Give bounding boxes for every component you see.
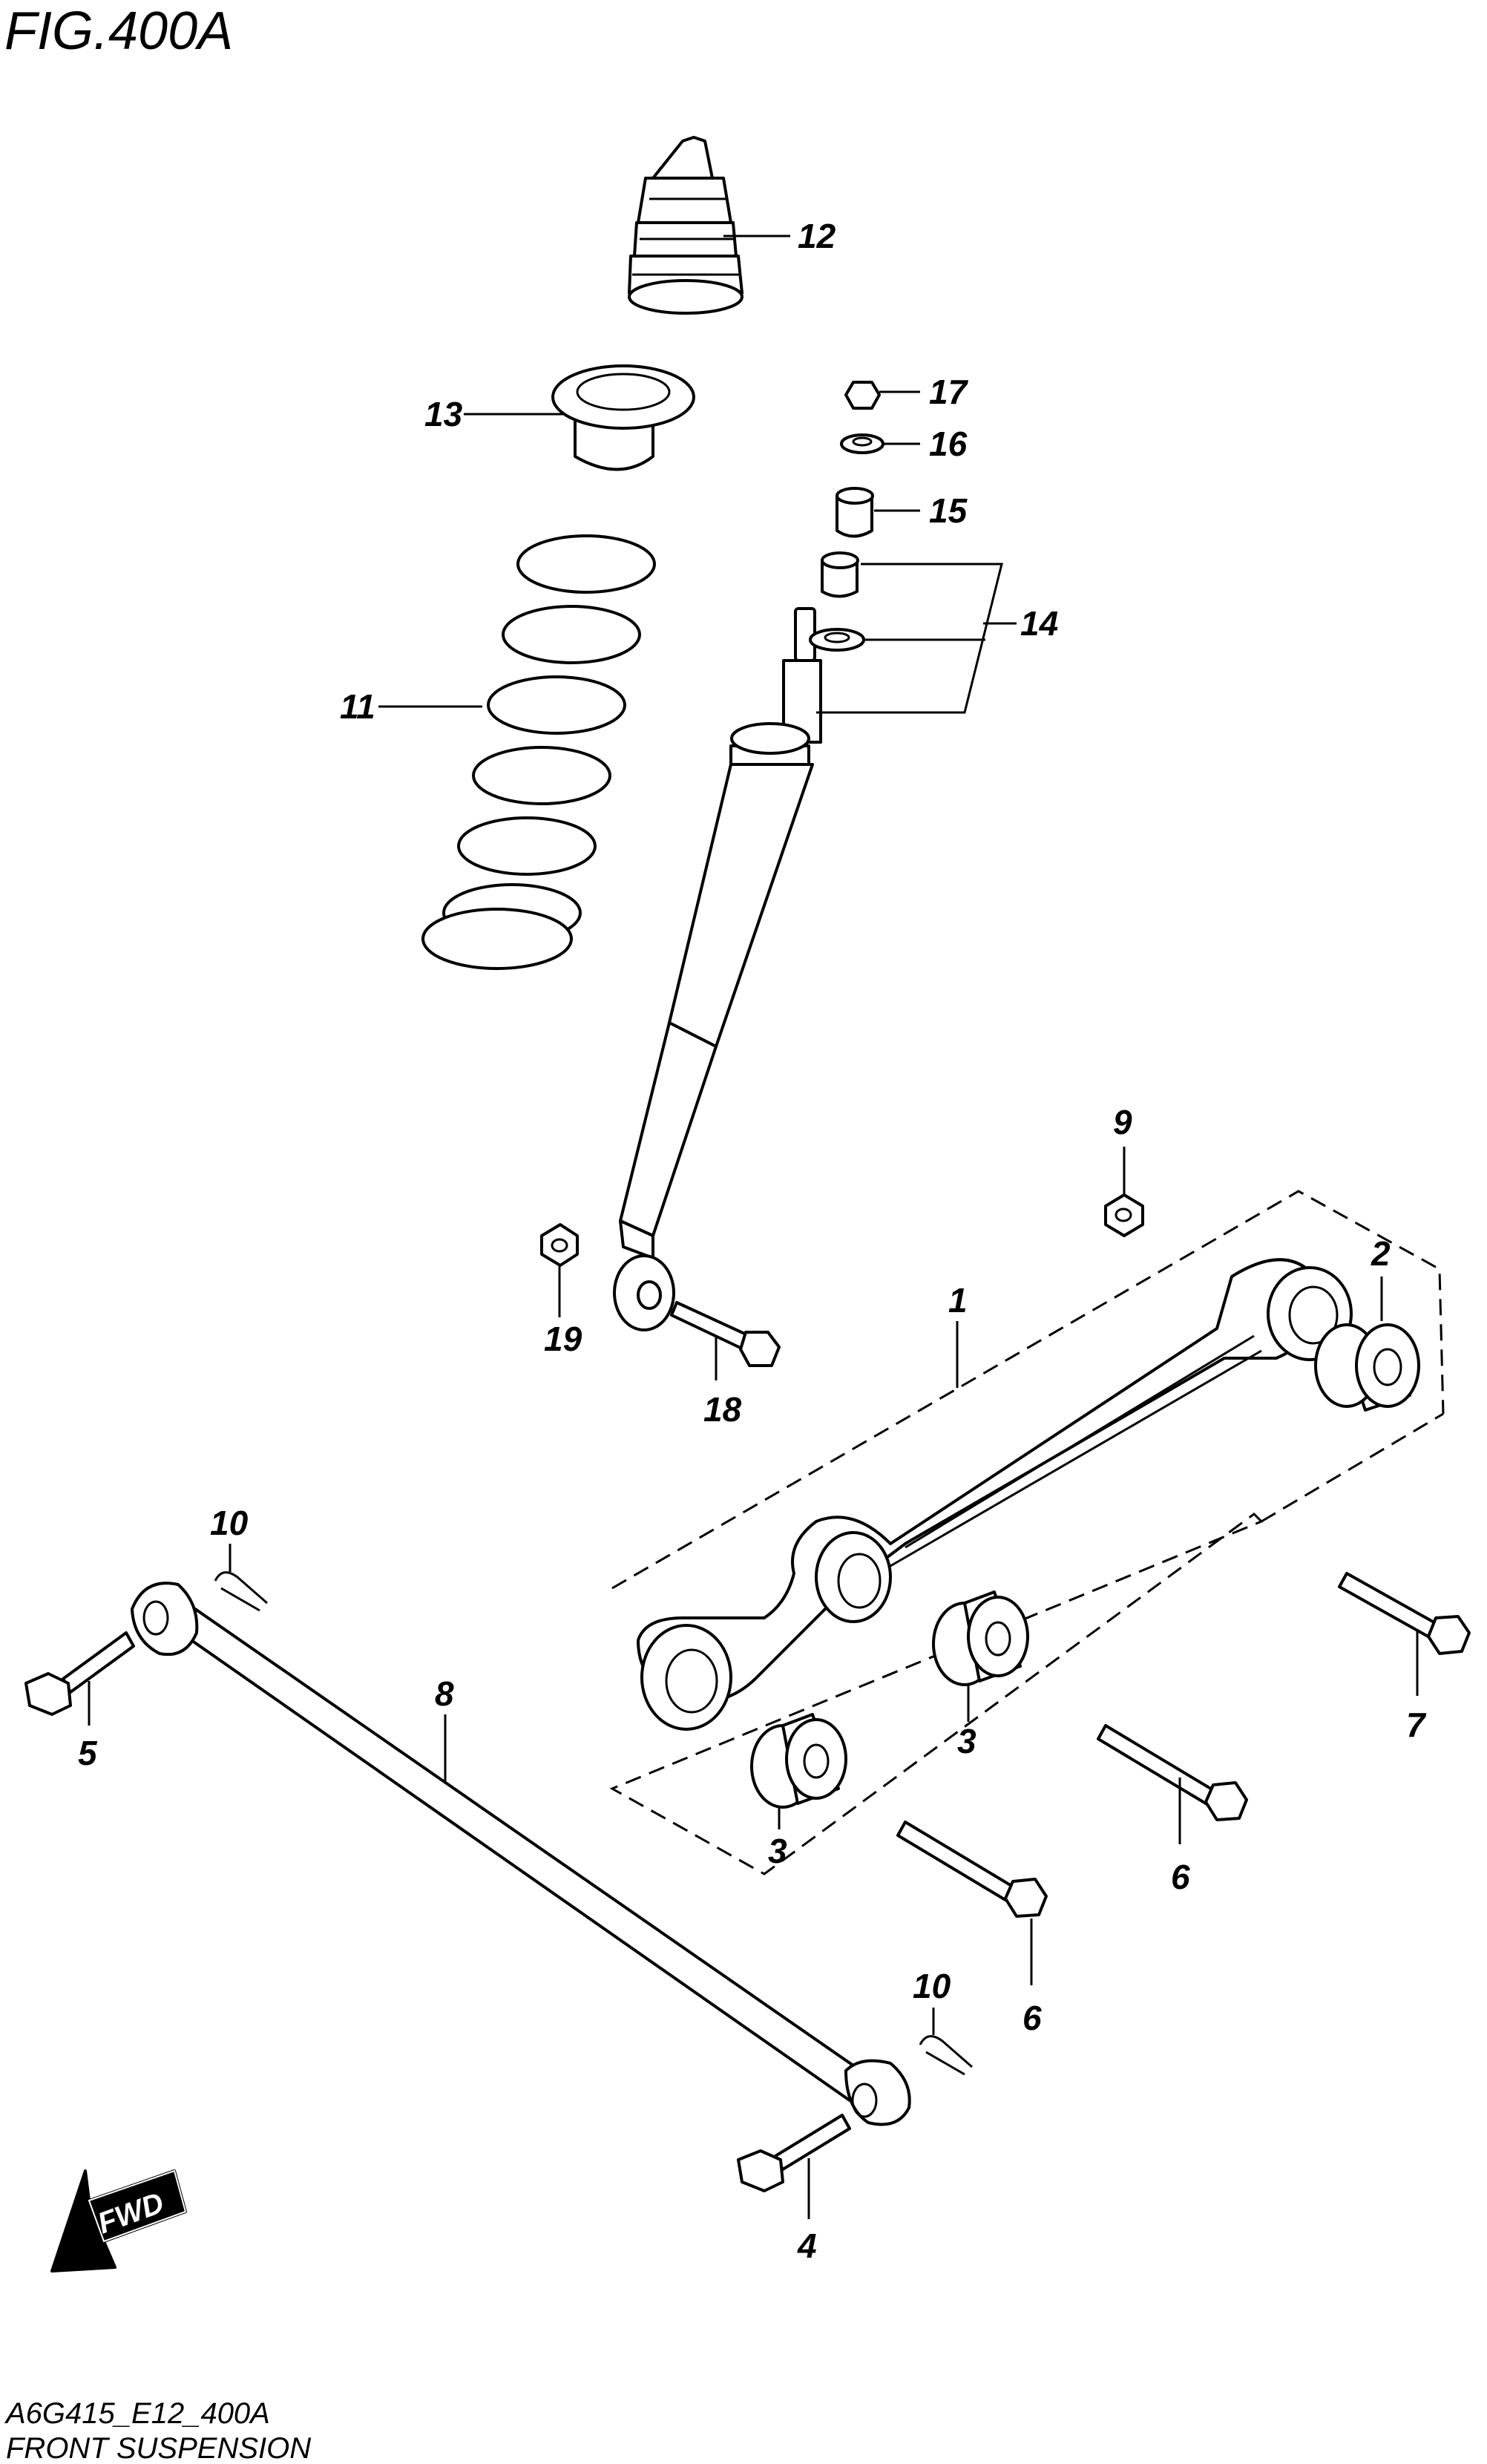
washer-16-part[interactable]: [840, 433, 884, 454]
lower-arm-part[interactable]: [637, 1258, 1353, 1731]
callout-1[interactable]: 1: [948, 1281, 968, 1320]
nut-17-part[interactable]: [844, 381, 881, 410]
assembly-outline: [609, 1190, 1445, 1875]
fwd-arrow-icon: [50, 2169, 187, 2273]
bushing-2-part[interactable]: [1314, 1323, 1420, 1412]
bolt-4-part[interactable]: [737, 2114, 851, 2192]
figure-title: FIG.400A: [4, 1, 233, 61]
callout-11[interactable]: 11: [340, 687, 375, 726]
bushing-14-part[interactable]: [821, 551, 859, 598]
callout-4[interactable]: 4: [797, 2227, 817, 2265]
bushing-3a-part[interactable]: [932, 1590, 1029, 1686]
leader-14-bracket: [816, 563, 1003, 714]
bolt-18-part[interactable]: [670, 1301, 781, 1367]
clip-10b-part[interactable]: [919, 2035, 973, 2076]
bolt-5-part[interactable]: [24, 1631, 135, 1716]
callout-3a[interactable]: 3: [957, 1722, 976, 1760]
callout-12[interactable]: 12: [798, 217, 836, 255]
shock-absorber-part[interactable]: [613, 607, 822, 1331]
bolt-6a-part[interactable]: [1097, 1724, 1248, 1821]
clip-10a-part[interactable]: [214, 1571, 268, 1612]
bump-stopper-part[interactable]: [628, 136, 744, 315]
callout-19[interactable]: 19: [544, 1320, 582, 1358]
spring-seat-part[interactable]: [551, 364, 695, 471]
figure-code: A6G415_E12_400A: [4, 2397, 270, 2430]
callout-10a[interactable]: 10: [210, 1504, 249, 1542]
nut-9-part[interactable]: [1104, 1193, 1144, 1237]
callout-5[interactable]: 5: [78, 1734, 98, 1772]
callout-10b[interactable]: 10: [913, 1967, 951, 2005]
callout-16[interactable]: 16: [929, 425, 968, 463]
callout-13[interactable]: 13: [424, 395, 463, 433]
figure-name: FRONT SUSPENSION: [6, 2432, 311, 2464]
callout-6a[interactable]: 6: [1171, 1858, 1190, 1896]
callout-15[interactable]: 15: [929, 491, 968, 530]
coil-spring-part[interactable]: [421, 534, 656, 970]
bushing-15-part[interactable]: [836, 487, 874, 538]
callout-9[interactable]: 9: [1113, 1103, 1132, 1141]
bolt-6b-part[interactable]: [896, 1821, 1048, 1918]
callout-7[interactable]: 7: [1406, 1706, 1427, 1744]
callout-6b[interactable]: 6: [1022, 1999, 1042, 2037]
callout-14[interactable]: 14: [1020, 604, 1058, 643]
lateral-rod-part[interactable]: [131, 1582, 911, 2126]
callout-17[interactable]: 17: [929, 373, 969, 411]
callout-2[interactable]: 2: [1371, 1234, 1391, 1273]
nut-19-part[interactable]: [540, 1223, 579, 1267]
callout-18[interactable]: 18: [703, 1390, 742, 1429]
callout-8[interactable]: 8: [435, 1674, 454, 1713]
bushing-3b-part[interactable]: [750, 1713, 847, 1809]
bolt-7-part[interactable]: [1338, 1572, 1471, 1655]
washer-14-part[interactable]: [809, 628, 865, 652]
callout-3b[interactable]: 3: [768, 1832, 787, 1870]
